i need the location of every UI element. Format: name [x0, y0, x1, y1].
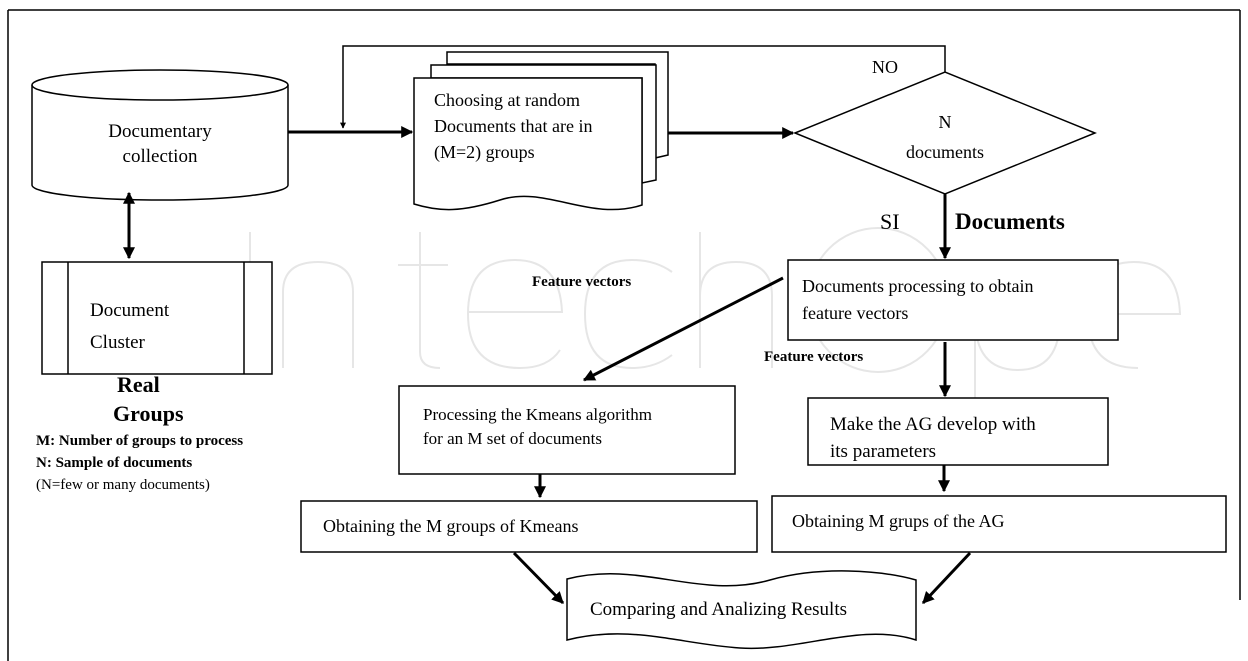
arrow-ag-groups-to-comparing — [921, 551, 972, 605]
arrow-kmeans-groups-to-comparing — [512, 551, 565, 605]
legend-n: N: Sample of documents — [36, 455, 192, 471]
n-documents-decision-node: N documents — [793, 71, 1097, 195]
choosing-random-line-2: Documents that are in — [434, 116, 592, 136]
document-cluster-line-1: Document — [90, 300, 170, 321]
kmeans-processing-line-1: Processing the Kmeans algorithm — [423, 405, 652, 424]
real-groups-label: Real Groups — [113, 372, 184, 426]
kmeans-groups-label: Obtaining the M groups of Kmeans — [323, 516, 578, 536]
kmeans-processing-node: Processing the Kmeans algorithm for an M… — [398, 385, 736, 475]
ag-groups-node: Obtaining M grups of the AG — [771, 495, 1227, 553]
kmeans-groups-node: Obtaining the M groups of Kmeans — [300, 500, 758, 553]
decision-line-2: documents — [906, 142, 984, 162]
feature-vectors-left-label: Feature vectors — [532, 274, 631, 290]
real-groups-line-1: Real — [117, 372, 160, 397]
no-feedback-loop: NO — [340, 45, 946, 129]
diagram-frame — [7, 9, 1241, 661]
document-cluster-line-2: Cluster — [90, 332, 146, 353]
legend-n-note: (N=few or many documents) — [36, 477, 210, 493]
documents-processing-node: Documents processing to obtain feature v… — [787, 259, 1119, 341]
documents-label: Documents — [955, 209, 1065, 234]
documents-processing-line-1: Documents processing to obtain — [802, 276, 1033, 296]
legend: M: Number of groups to process N: Sample… — [36, 433, 243, 493]
feature-vectors-right-label: Feature vectors — [764, 349, 863, 365]
documentary-collection-node: Documentary collection — [31, 69, 289, 201]
choosing-random-line-1: Choosing at random — [434, 90, 580, 110]
ag-develop-node: Make the AG develop with its parameters — [807, 397, 1109, 466]
no-label: NO — [872, 57, 898, 77]
documentary-collection-line-2: collection — [123, 146, 198, 167]
kmeans-processing-line-2: for an M set of documents — [423, 429, 602, 448]
si-label: SI — [880, 209, 900, 234]
comparing-results-label: Comparing and Analizing Results — [590, 599, 847, 620]
decision-line-1: N — [939, 112, 952, 132]
documents-processing-line-2: feature vectors — [802, 303, 908, 323]
comparing-results-node: Comparing and Analizing Results — [566, 570, 917, 650]
legend-m: M: Number of groups to process — [36, 433, 243, 449]
documentary-collection-line-1: Documentary — [108, 121, 212, 142]
choosing-random-line-3: (M=2) groups — [434, 142, 535, 163]
choosing-random-documents-node: Choosing at random Documents that are in… — [413, 51, 669, 211]
ag-develop-line-1: Make the AG develop with — [830, 414, 1036, 435]
document-cluster-node: Document Cluster — [41, 261, 273, 375]
ag-develop-line-2: its parameters — [830, 441, 936, 462]
real-groups-line-2: Groups — [113, 401, 184, 426]
ag-groups-label: Obtaining M grups of the AG — [792, 511, 1004, 531]
arrow-processing-to-kmeans — [582, 276, 784, 382]
